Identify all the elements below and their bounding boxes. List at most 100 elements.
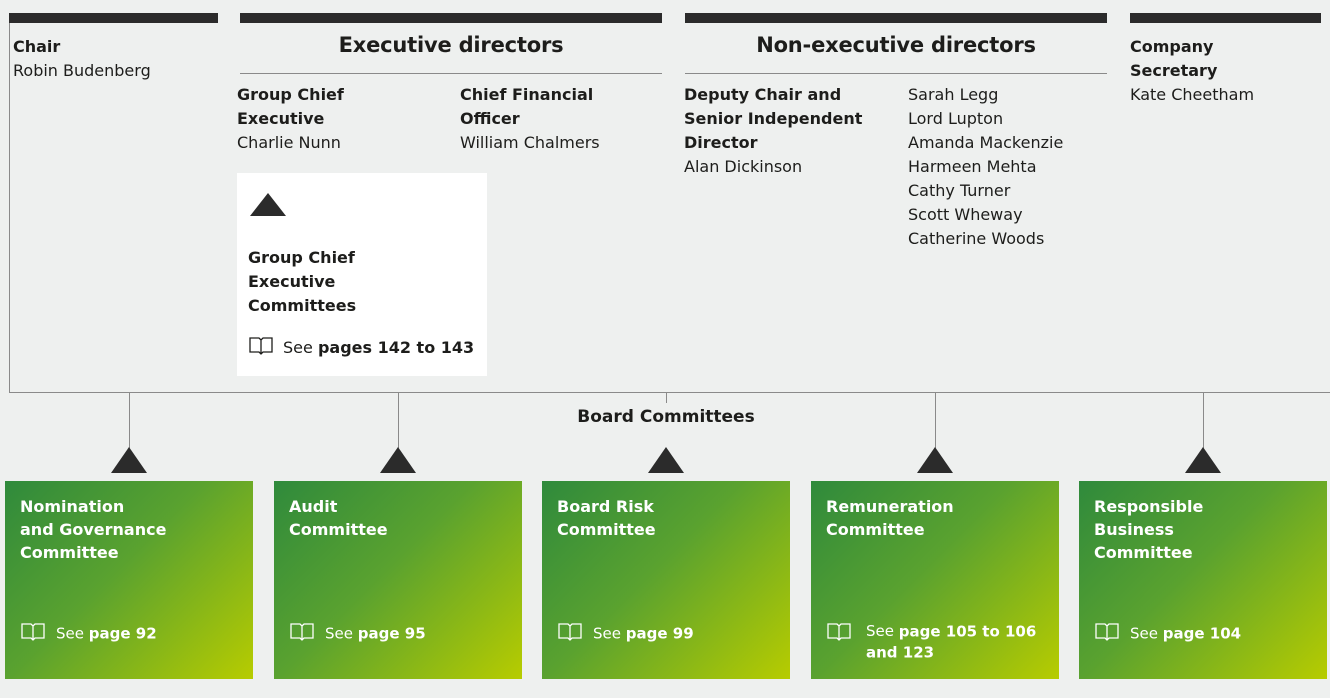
secretary-name: Kate Cheetham (1130, 85, 1255, 104)
board-committees-label: Board Committees (577, 407, 755, 427)
book-icon (557, 621, 583, 646)
ceo-role-line2: Executive (237, 109, 325, 128)
connector-line (935, 393, 936, 448)
page-reference[interactable]: page 95 (357, 624, 426, 643)
committee-title: Audit Committee (289, 495, 509, 541)
exec-committees-title-line3: Committees (248, 296, 357, 315)
cfo-name: William Chalmers (460, 133, 600, 152)
ceo-role-line1: Group Chief (237, 85, 344, 104)
connector-line (1203, 393, 1204, 448)
committee-box-responsible-business[interactable]: Responsible Business Committee See page … (1079, 481, 1327, 679)
see-label: See (1130, 624, 1158, 643)
committee-title: Remuneration Committee (826, 495, 1046, 541)
executive-heading: Executive directors (338, 33, 564, 57)
exec-pages-link[interactable]: pages 142 to 143 (317, 338, 475, 357)
deputy-name: Alan Dickinson (684, 157, 803, 176)
committee-see-link[interactable]: See page 105 to 106 and 123 (826, 621, 1051, 662)
committee-see-link[interactable]: See page 95 (289, 621, 514, 646)
board-frame-left-line (9, 23, 10, 393)
triangle-marker-icon (648, 447, 684, 473)
triangle-marker-icon (1185, 447, 1221, 473)
chair-header-bar (9, 13, 218, 23)
non-executive-heading: Non-executive directors (756, 33, 1036, 57)
member-name: Lord Lupton (908, 109, 1004, 128)
committee-title-line: Remuneration (826, 497, 954, 516)
connector-line (398, 393, 399, 448)
book-icon (248, 335, 274, 361)
ceo-block: Group Chief Executive Charlie Nunn (237, 83, 344, 155)
committee-box-board-risk[interactable]: Board Risk Committee See page 99 (542, 481, 790, 679)
page-reference[interactable]: page 104 (1162, 624, 1242, 643)
committee-title: Responsible Business Committee (1094, 495, 1314, 564)
see-label: See (56, 624, 84, 643)
member-name: Amanda Mackenzie (908, 133, 1064, 152)
committee-title: Board Risk Committee (557, 495, 777, 541)
triangle-marker-icon (917, 447, 953, 473)
committee-title-line: Audit (289, 497, 338, 516)
connector-line (129, 393, 130, 448)
member-name: Scott Wheway (908, 205, 1023, 224)
page-reference[interactable]: page 92 (88, 624, 157, 643)
triangle-marker-icon (250, 193, 286, 216)
page-reference-continued[interactable]: and 123 (866, 643, 935, 661)
exec-committees-title-line1: Group Chief (248, 248, 355, 267)
exec-see-label: See (283, 338, 313, 357)
committee-box-audit[interactable]: Audit Committee See page 95 (274, 481, 522, 679)
committee-title-line: Board Risk (557, 497, 654, 516)
deputy-role-line3: Director (684, 133, 758, 152)
exec-committees-title: Group Chief Executive Committees (248, 246, 356, 318)
chair-name: Robin Budenberg (13, 61, 151, 80)
member-name: Harmeen Mehta (908, 157, 1037, 176)
secretary-heading-line2: Secretary (1130, 61, 1218, 80)
secretary-section: Company Secretary Kate Cheetham (1130, 35, 1254, 107)
member-name: Catherine Woods (908, 229, 1045, 248)
book-icon (826, 621, 852, 646)
committee-title-line: Committee (20, 543, 119, 562)
deputy-role-line2: Senior Independent (684, 109, 863, 128)
see-label: See (866, 622, 894, 640)
committee-title-line: Committee (1094, 543, 1193, 562)
committee-box-remuneration[interactable]: Remuneration Committee See page 105 to 1… (811, 481, 1059, 679)
board-frame-bottom-line (9, 392, 1330, 393)
connector-line (666, 393, 667, 403)
committee-title-line: Responsible (1094, 497, 1204, 516)
committee-see-link[interactable]: See page 92 (20, 621, 245, 646)
secretary-header-bar (1130, 13, 1321, 23)
non-executive-members-list: Sarah Legg Lord Lupton Amanda Mackenzie … (908, 83, 1063, 251)
committee-see-link[interactable]: See page 104 (1094, 621, 1319, 646)
non-executive-divider (685, 73, 1107, 74)
page-reference[interactable]: page 105 to 106 (898, 622, 1037, 641)
see-label: See (325, 624, 353, 643)
book-icon (1094, 621, 1120, 646)
page-reference[interactable]: page 99 (625, 624, 694, 643)
committee-title-line: Nomination (20, 497, 125, 516)
book-icon (20, 621, 46, 646)
see-label: See (593, 624, 621, 643)
triangle-marker-icon (380, 447, 416, 473)
committee-title-line: Business (1094, 520, 1174, 539)
non-executive-header-bar (685, 13, 1107, 23)
secretary-heading-line1: Company (1130, 37, 1214, 56)
committee-title: Nomination and Governance Committee (20, 495, 240, 564)
committee-title-line: and Governance (20, 520, 167, 539)
member-name: Sarah Legg (908, 85, 999, 104)
triangle-marker-icon (111, 447, 147, 473)
cfo-block: Chief Financial Officer William Chalmers (460, 83, 600, 155)
group-chief-executive-committees-box[interactable]: Group Chief Executive Committees See pag… (237, 173, 487, 376)
exec-committees-title-line2: Executive (248, 272, 336, 291)
member-name: Cathy Turner (908, 181, 1011, 200)
exec-committees-see[interactable]: See pages 142 to 143 (248, 335, 474, 361)
deputy-role-line1: Deputy Chair and (684, 85, 842, 104)
book-icon (289, 621, 315, 646)
deputy-chair-block: Deputy Chair and Senior Independent Dire… (684, 83, 862, 179)
committee-title-line: Committee (289, 520, 388, 539)
committee-see-link[interactable]: See page 99 (557, 621, 782, 646)
chair-heading: Chair (13, 37, 61, 56)
ceo-name: Charlie Nunn (237, 133, 341, 152)
executive-header-bar (240, 13, 662, 23)
committee-title-line: Committee (557, 520, 656, 539)
committee-box-nomination-governance[interactable]: Nomination and Governance Committee See … (5, 481, 253, 679)
executive-divider (240, 73, 662, 74)
chair-section: Chair Robin Budenberg (13, 35, 151, 83)
cfo-role-line1: Chief Financial (460, 85, 594, 104)
